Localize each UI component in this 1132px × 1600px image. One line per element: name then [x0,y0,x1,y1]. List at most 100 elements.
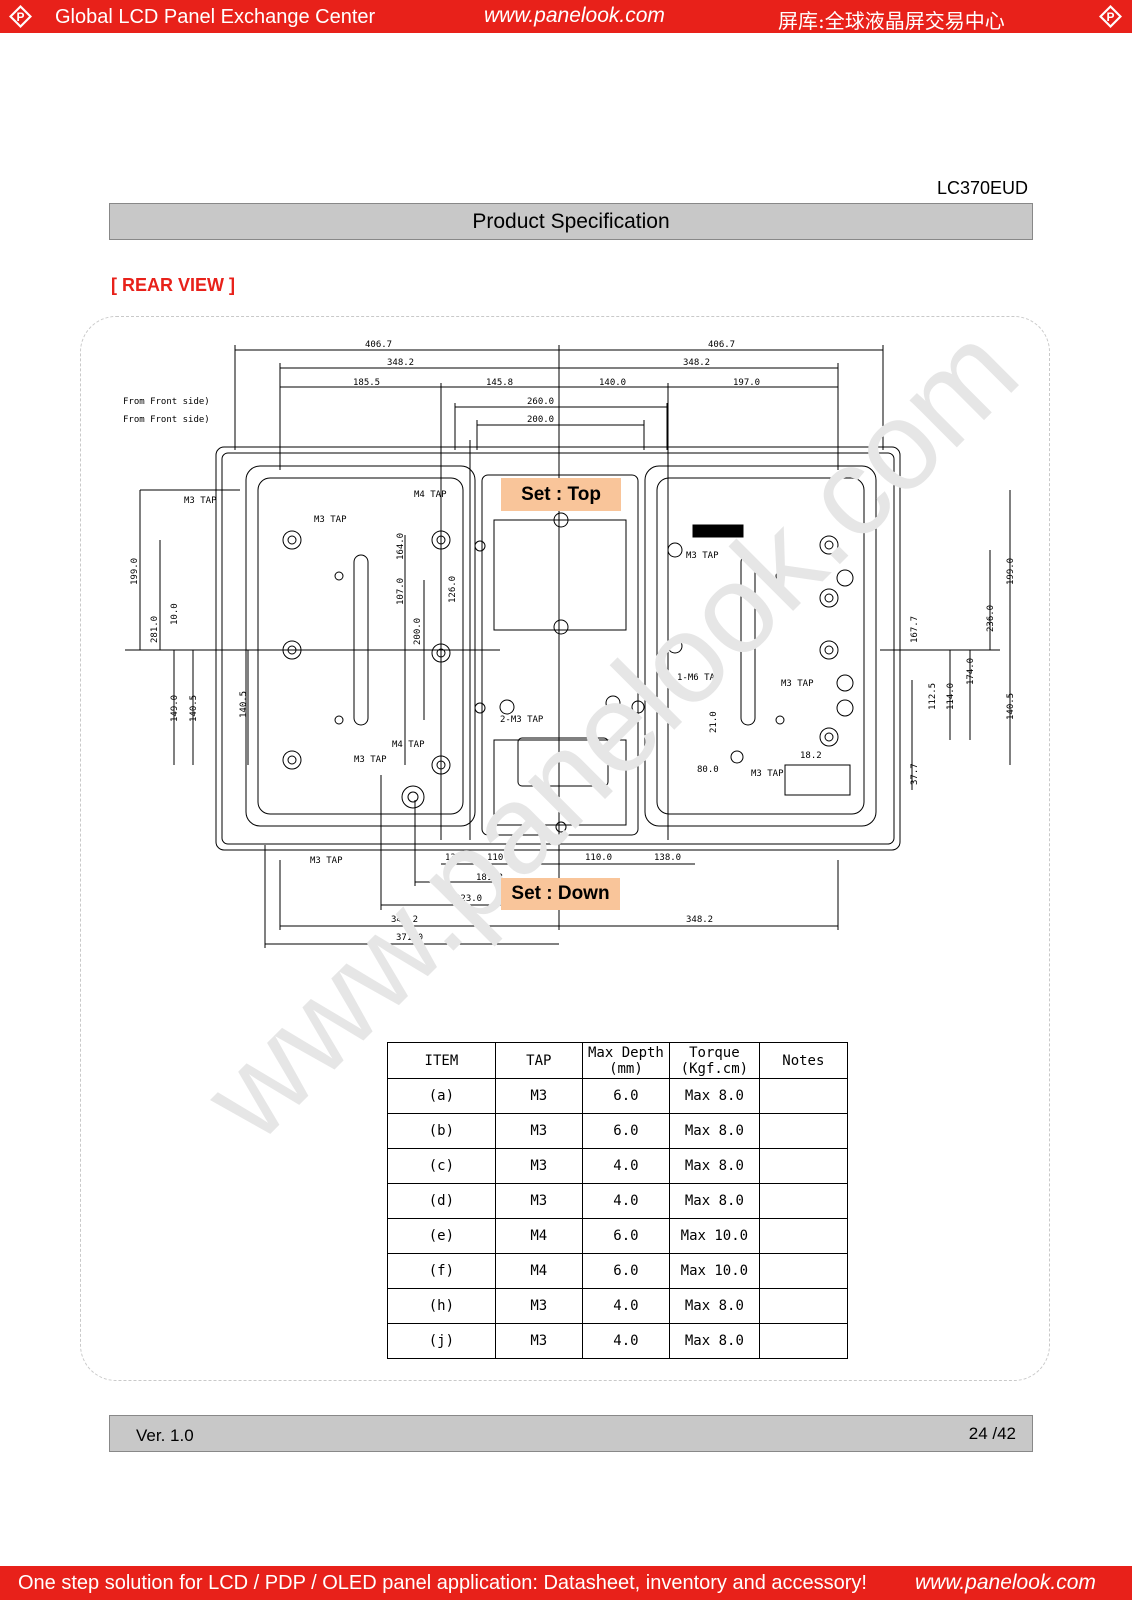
svg-text:174.0: 174.0 [966,658,976,685]
svg-text:2-M3 TAP: 2-M3 TAP [500,715,544,725]
header-notes: Notes [758,1042,849,1079]
torque-cell: Max 8.0 [669,1148,760,1184]
svg-text:From Front side): From Front side) [123,415,210,425]
depth-cell: 6.0 [581,1218,671,1254]
notes-cell [758,1113,849,1149]
header-torque: Torque (Kgf.cm) [669,1042,760,1079]
svg-text:236.0: 236.0 [986,605,996,632]
header-max-depth: Max Depth (mm) [581,1042,671,1079]
version-label: Ver. 1.0 [136,1426,194,1445]
bottom-slogan: One step solution for LCD / PDP / OLED p… [18,1572,867,1594]
table-header-row: ITEM TAP Max Depth (mm) Torque (Kgf.cm) … [387,1042,849,1079]
item-cell: (b) [387,1113,496,1149]
svg-text:199.0: 199.0 [130,558,140,585]
svg-text:From Front side): From Front side) [123,397,210,407]
screw-holes [282,512,854,833]
notes-cell [758,1183,849,1219]
footer-bar: Ver. 1.0 24 /42 [109,1415,1033,1452]
set-top-label: Set : Top [501,478,621,511]
torque-cell: Max 8.0 [669,1183,760,1219]
svg-text:348.2: 348.2 [387,358,414,368]
svg-text:200.0: 200.0 [527,415,554,425]
table-row: (h) M3 4.0 Max 8.0 [387,1288,849,1324]
svg-text:M3 TAP: M3 TAP [354,755,387,765]
page-number: 24 /42 [968,1424,1016,1443]
item-cell: (f) [387,1253,496,1289]
tap-cell: M3 [494,1148,583,1184]
torque-cell: Max 10.0 [669,1218,760,1254]
model-number: LC370EUD [936,178,1028,198]
svg-text:10.0: 10.0 [170,603,180,625]
top-dimension-lines [234,345,884,930]
header-url-link[interactable]: www.panelook.com [484,4,665,27]
svg-text:138.0: 138.0 [654,853,681,863]
notes-cell [758,1323,849,1359]
page-title: Product Specification [109,203,1033,240]
svg-text:112.5: 112.5 [928,683,938,710]
torque-cell: Max 8.0 [669,1323,760,1359]
drawing-frame [80,316,1050,1381]
tap-cell: M3 [494,1288,583,1324]
svg-text:406.7: 406.7 [708,340,735,350]
header-item: ITEM [387,1042,496,1079]
item-cell: (h) [387,1288,496,1324]
torque-cell: Max 8.0 [669,1113,760,1149]
svg-text:140.0: 140.0 [599,378,626,388]
svg-text:M3 TAP: M3 TAP [310,856,343,866]
svg-text:P: P [1106,10,1114,24]
svg-text:M3 TAP: M3 TAP [314,515,347,525]
tap-cell: M4 [494,1218,583,1254]
svg-text:145.8: 145.8 [486,378,513,388]
svg-text:P: P [16,10,24,24]
svg-text:37.7: 37.7 [910,763,920,785]
torque-cell: Max 8.0 [669,1288,760,1324]
svg-text:138.0: 138.0 [445,853,472,863]
tap-cell: M3 [494,1323,583,1359]
svg-text:223.0: 223.0 [455,894,482,904]
bottom-url-link[interactable]: www.panelook.com [915,1571,1096,1594]
item-cell: (c) [387,1148,496,1184]
item-cell: (d) [387,1183,496,1219]
notes-cell [758,1253,849,1289]
table-row: (c) M3 4.0 Max 8.0 [387,1148,849,1184]
header-chinese-title: 屏库:全球液晶屏交易中心 [778,9,1005,33]
panelook-logo-icon-right: P [1099,5,1122,28]
tap-cell: M3 [494,1078,583,1114]
svg-text:110.0: 110.0 [585,853,612,863]
svg-text:126.0: 126.0 [448,576,458,603]
bottom-banner: One step solution for LCD / PDP / OLED p… [0,1566,1132,1600]
table-row: (d) M3 4.0 Max 8.0 [387,1183,849,1219]
item-cell: (j) [387,1323,496,1359]
depth-cell: 6.0 [581,1113,671,1149]
header-title: Global LCD Panel Exchange Center [55,6,376,28]
svg-text:114.0: 114.0 [946,683,956,710]
svg-text:80.0: 80.0 [697,765,719,775]
depth-cell: 6.0 [581,1078,671,1114]
depth-cell: 6.0 [581,1253,671,1289]
svg-text:110.0: 110.0 [487,853,514,863]
svg-text:199.0: 199.0 [1006,558,1016,585]
svg-text:348.2: 348.2 [391,915,418,925]
svg-text:M3 TAP: M3 TAP [686,551,719,561]
svg-text:18.2: 18.2 [800,751,822,761]
svg-text:21.0: 21.0 [709,711,719,733]
notes-cell [758,1148,849,1184]
svg-text:M3 TAP: M3 TAP [751,769,784,779]
tap-cell: M3 [494,1183,583,1219]
svg-text:348.2: 348.2 [683,358,710,368]
svg-text:197.0: 197.0 [733,378,760,388]
svg-text:149.0: 149.0 [170,695,180,722]
svg-text:M3 TAP: M3 TAP [781,679,814,689]
svg-text:107.0: 107.0 [396,578,406,605]
svg-text:371.0: 371.0 [396,933,423,943]
notes-cell [758,1288,849,1324]
svg-text:200.0: 200.0 [413,618,423,645]
table-row: (j) M3 4.0 Max 8.0 [387,1323,849,1359]
panelook-logo-icon: P [9,5,32,28]
depth-cell: 4.0 [581,1288,671,1324]
depth-cell: 4.0 [581,1323,671,1359]
svg-text:M3 TAP: M3 TAP [184,496,217,506]
table-row: (b) M3 6.0 Max 8.0 [387,1113,849,1149]
